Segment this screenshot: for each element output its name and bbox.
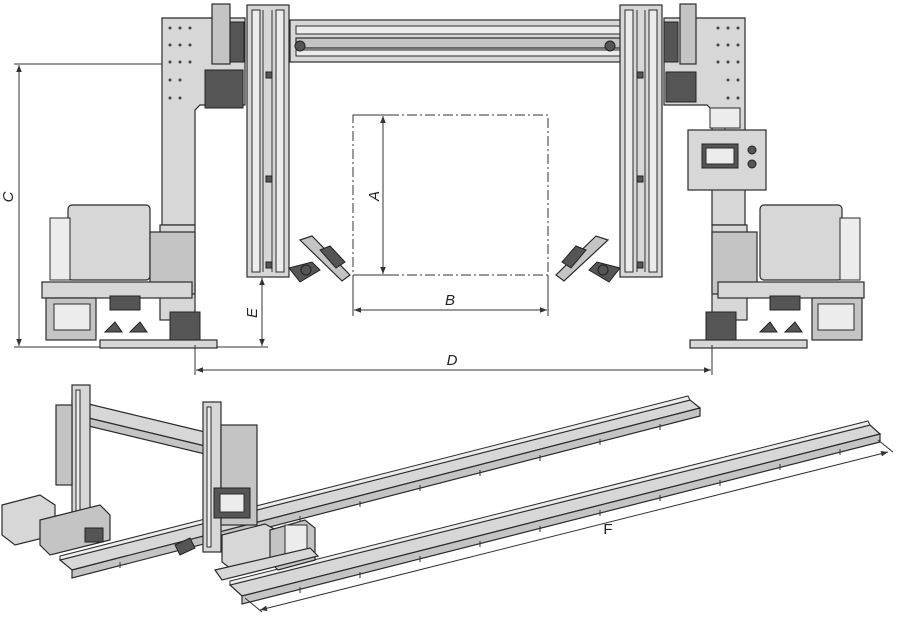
left-leg-carriage	[41, 204, 218, 349]
dimension-a: A	[353, 114, 390, 276]
right-leg-carriage	[689, 204, 865, 349]
dimension-e: E	[217, 276, 268, 348]
working-area-outline	[352, 114, 549, 276]
right-torch-assembly	[555, 235, 621, 283]
top-cross-beam	[289, 19, 631, 63]
dimension-e-label: E	[244, 307, 261, 318]
left-vertical-column	[246, 4, 290, 278]
perspective-view: F	[1, 384, 894, 613]
dimension-a-label: A	[366, 191, 383, 202]
dimension-c: C	[0, 63, 162, 348]
perspective-gantry-frame	[55, 384, 258, 553]
right-vertical-column	[619, 4, 663, 278]
left-end-plate	[161, 3, 246, 226]
dimension-f: F	[244, 439, 894, 613]
control-panel	[687, 107, 767, 191]
dimension-d: D	[194, 345, 713, 375]
dimension-b-label: B	[445, 292, 455, 309]
left-torch-assembly	[288, 235, 351, 283]
dimension-c-label: C	[0, 191, 17, 202]
dimension-d-label: D	[447, 352, 458, 369]
perspective-left-carriage	[1, 494, 196, 556]
dimension-f-label: F	[603, 521, 612, 538]
front-elevation-view: A B C E D	[0, 3, 865, 375]
dimension-b: B	[352, 275, 549, 316]
